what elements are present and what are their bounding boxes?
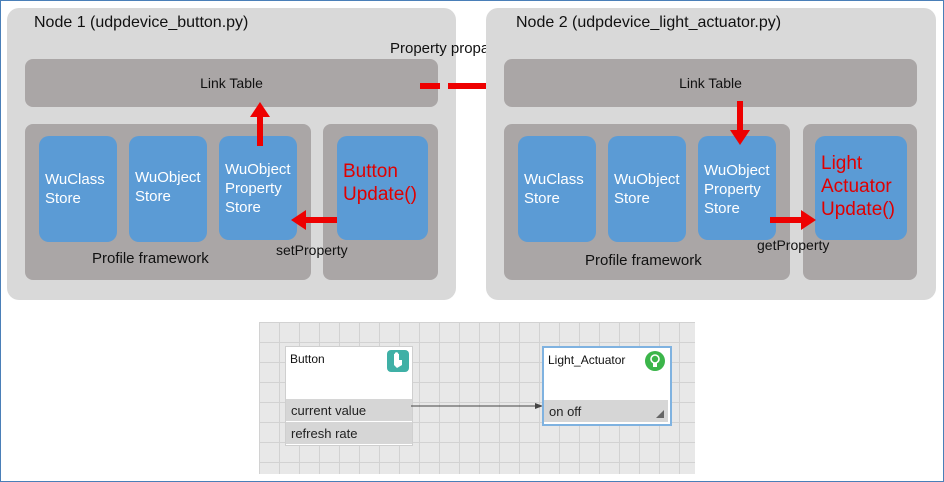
button-component[interactable]: Button current value refresh rate — [285, 346, 413, 446]
arrow-down-icon — [730, 101, 750, 145]
node-1-button-update-handler: Button Update() — [337, 136, 428, 240]
node-1-profile-framework-label: Profile framework — [92, 250, 209, 267]
light-property-on-off[interactable]: on off — [544, 400, 668, 422]
flow-editor-canvas[interactable]: Button current value refresh rate Light_… — [259, 322, 695, 474]
node-2-title: Node 2 (udpdevice_light_actuator.py) — [516, 14, 782, 31]
node-1-wuclass-store: WuClass Store — [39, 136, 117, 242]
button-icon — [387, 350, 409, 372]
node-2-profile-framework-label: Profile framework — [585, 252, 702, 269]
button-property-current-value[interactable]: current value — [286, 399, 412, 421]
arrow-left-icon — [291, 210, 337, 230]
node-1-title: Node 1 (udpdevice_button.py) — [34, 14, 249, 31]
node-1-wuobject-property-store: WuObject Property Store — [219, 136, 297, 240]
node-1-wuobject-store: WuObject Store — [129, 136, 207, 242]
node-2-link-table: Link Table — [504, 59, 917, 107]
button-property-refresh-rate[interactable]: refresh rate — [286, 422, 412, 444]
arrow-up-icon — [250, 102, 270, 146]
node-1-link-table: Link Table — [25, 59, 438, 107]
arrow-right-icon — [770, 210, 816, 230]
button-component-title: Button — [290, 352, 325, 366]
get-property-label: getProperty — [757, 237, 830, 253]
node-2-light-actuator-update-handler: Light Actuator Update() — [815, 136, 907, 240]
set-property-label: setProperty — [276, 242, 348, 258]
light-actuator-component[interactable]: Light_Actuator on off — [542, 346, 672, 426]
node-2-wuobject-property-store: WuObject Property Store — [698, 136, 776, 240]
light-actuator-component-title: Light_Actuator — [548, 353, 626, 367]
resize-handle-icon[interactable] — [656, 410, 664, 418]
light-bulb-icon — [644, 350, 666, 372]
node-2-wuobject-store: WuObject Store — [608, 136, 686, 242]
node-2-wuclass-store: WuClass Store — [518, 136, 596, 242]
connection-line[interactable] — [411, 401, 543, 411]
